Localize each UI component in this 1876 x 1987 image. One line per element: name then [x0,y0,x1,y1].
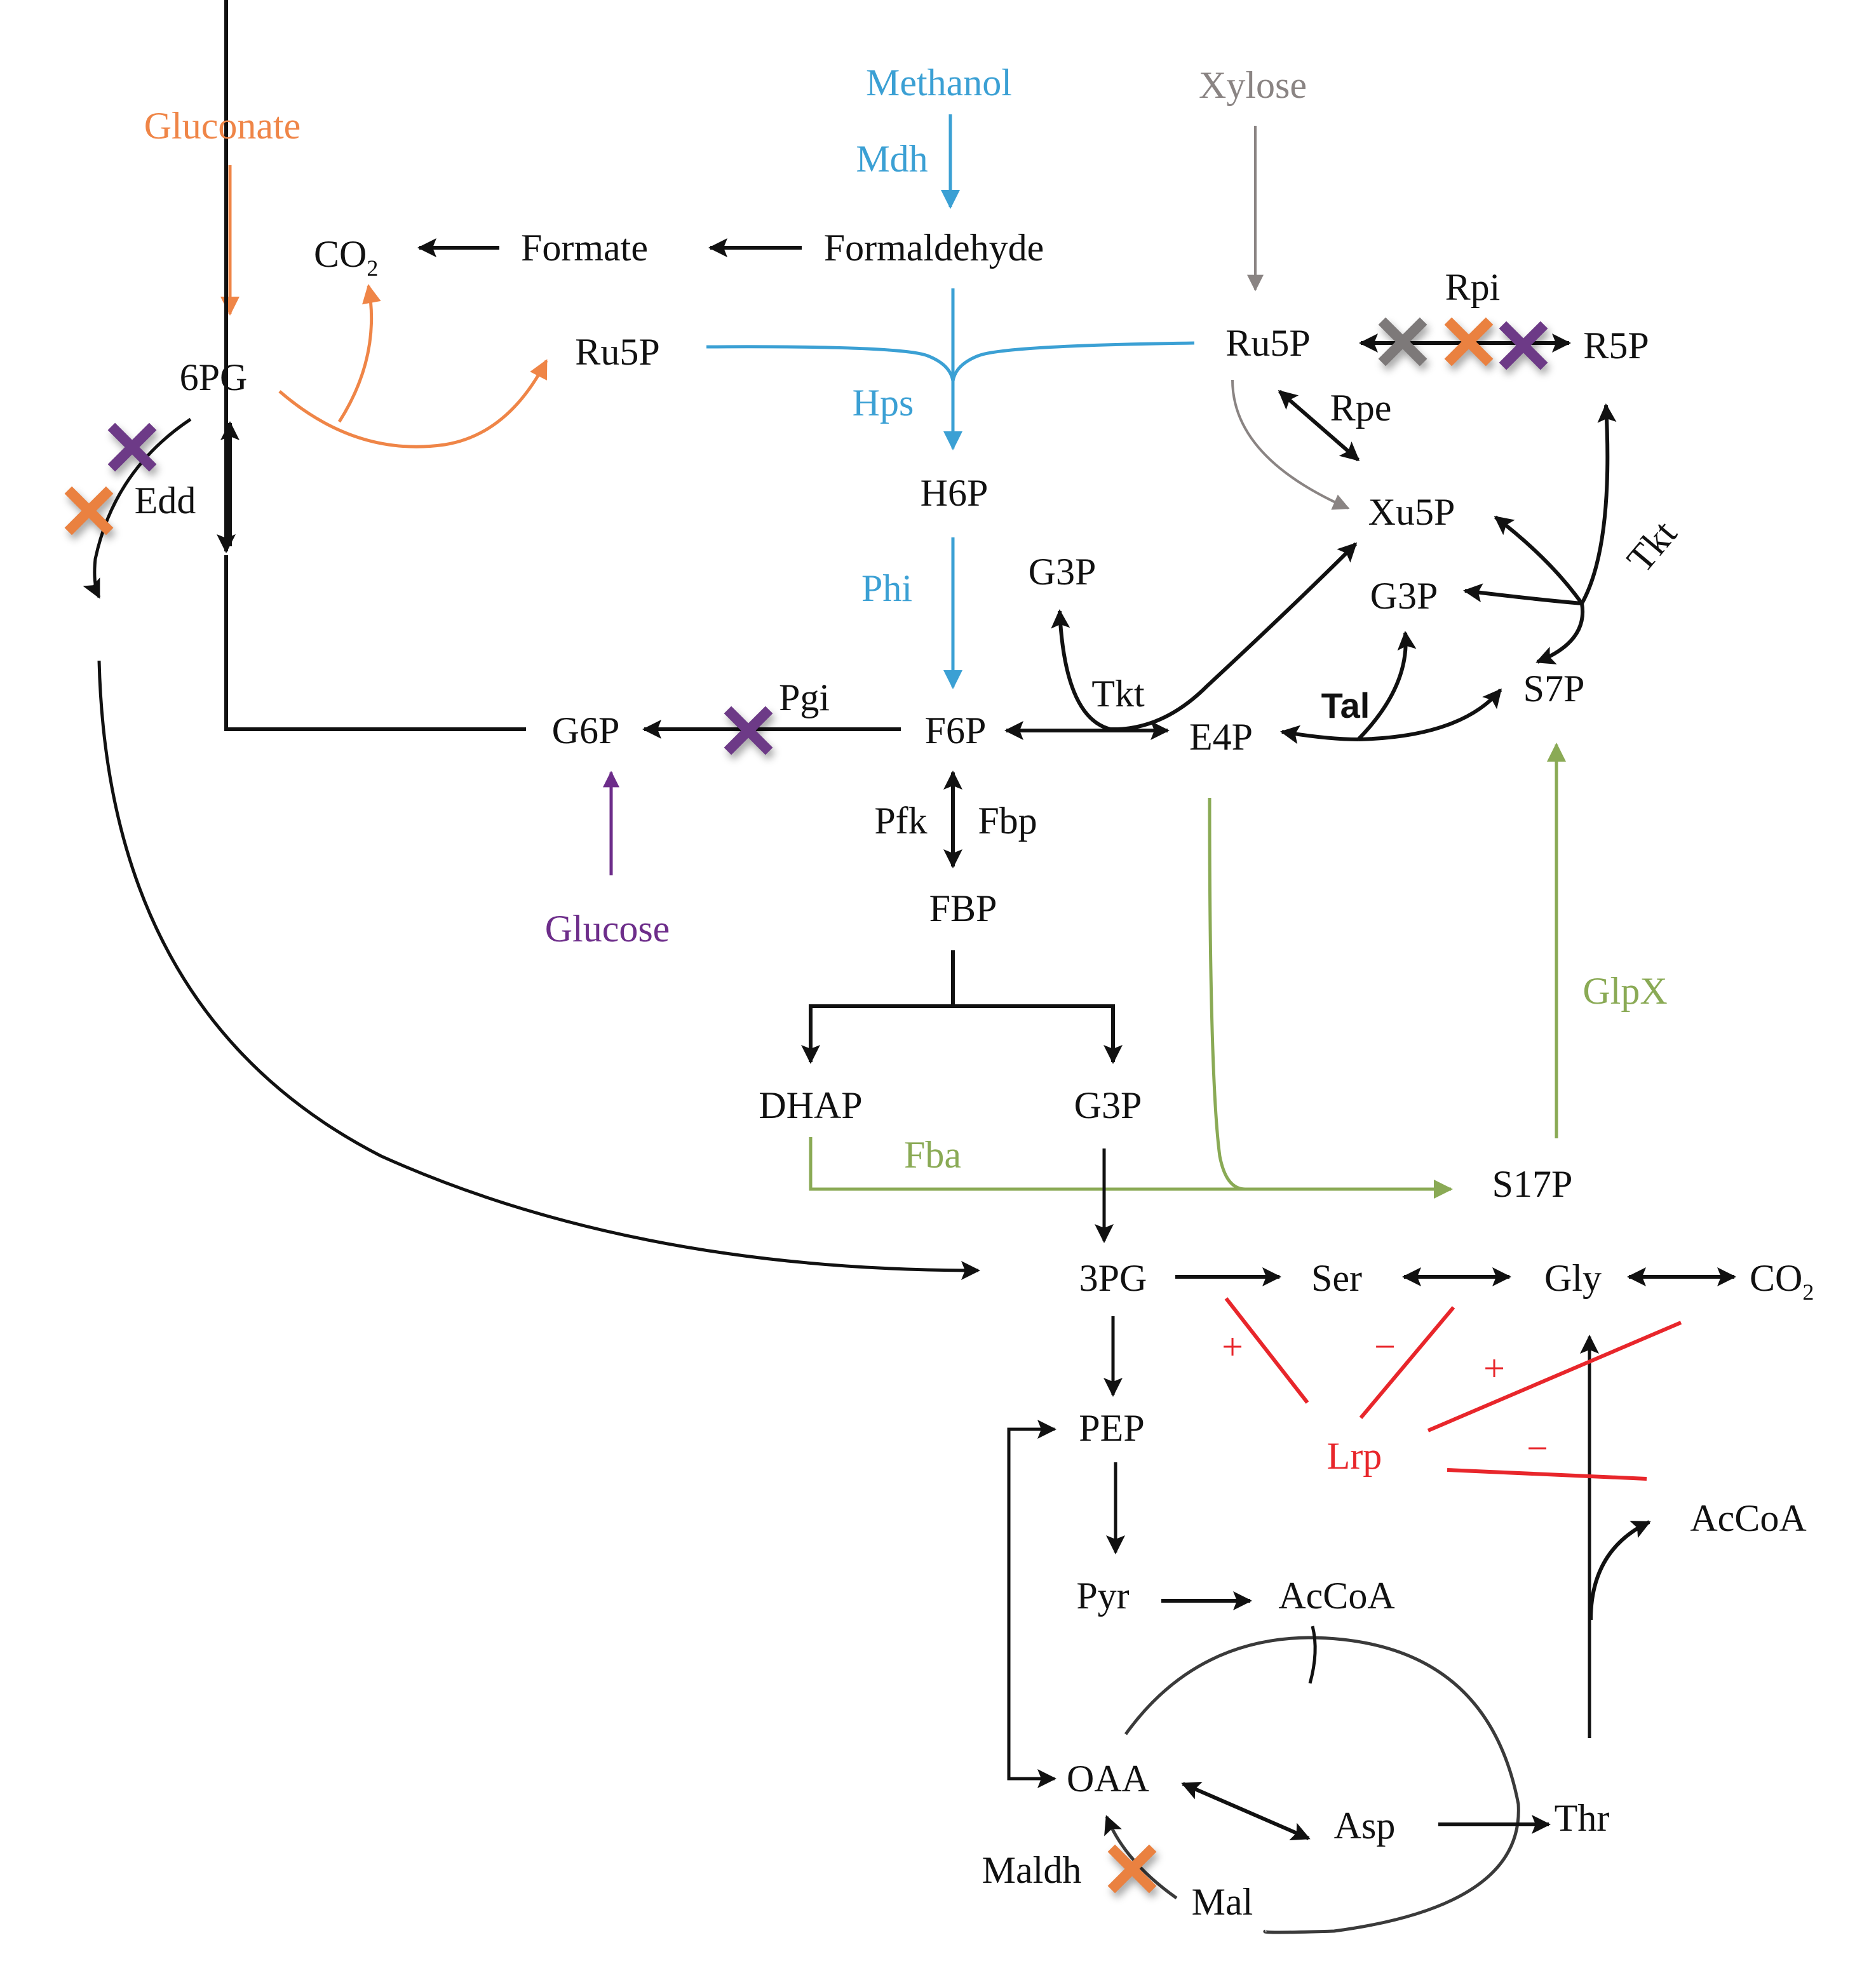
metabolite-formate: Formate [521,227,648,269]
enzymes: Mdh Hps Phi Rpi Rpe Tkt Tkt Tal Edd Pgi … [135,138,1685,1891]
metabolite-r5p: R5P [1583,325,1649,367]
arrow-oaa-asp [1181,1781,1311,1841]
enzyme-mdh: Mdh [856,138,928,180]
arrow-6pg-co2 [337,284,381,423]
reg-sign-ser-gly: − [1374,1326,1396,1368]
arrow-tkt-g3p-left [1051,609,1111,731]
substrate-glucose: Glucose [545,908,670,950]
enzyme-rpi: Rpi [1445,266,1501,308]
arrow-edd-3pg [97,660,980,1280]
line-fbp-split [809,950,955,1054]
tca-cycle [1124,1636,1520,1934]
enzyme-fba: Fba [904,1134,961,1176]
line-dhap-fba [809,1137,1436,1191]
arrow-tal-e4p [1280,725,1359,744]
line-oaa-pep [1007,1427,1033,1781]
arrow-tkt-xu5p-left [1110,542,1358,732]
metabolite-h6p: H6P [921,472,989,514]
enzyme-glpx: GlpX [1582,970,1667,1012]
line-accoa-cycle [1308,1626,1317,1684]
substrates: Gluconate Methanol Xylose Glucose [144,62,1307,950]
metabolite-co2-bottom: CO2 [1750,1257,1814,1305]
metabolite-e4p: E4P [1189,716,1253,758]
metabolite-co2-top: CO2 [314,233,378,281]
enzyme-tkt: Tkt [1091,673,1145,715]
arrow-mal-oaa [1104,1815,1178,1900]
reg-line-lrp-ser-gly [1359,1306,1455,1419]
metabolite-6pg: 6PG [180,356,248,398]
knockout-edd-orange-icon [64,486,114,535]
metabolite-g3p-tkt: G3P [1029,551,1097,593]
line-e4p-fba [1208,797,1246,1191]
enzyme-maldh: Maldh [982,1849,1082,1891]
arrow-tkt-s7p [1535,603,1585,664]
regulation: Lrp + − + − [1222,1326,1548,1477]
reg-line-lrp-3pg-ser [1224,1297,1309,1404]
reg-line-lrp-thr-gly [1447,1468,1647,1481]
line-ru5p-right-hps [951,341,1195,382]
line-fbp-g3p [953,1004,1115,1054]
arrow-tkt-r5p [1580,403,1617,605]
reg-sign-thr-gly: − [1527,1427,1548,1469]
arrow-thr-accoa [1589,1520,1651,1620]
enzyme-rpe: Rpe [1330,387,1392,429]
arrow-6pg-ru5p [278,359,548,448]
arrow-ru5p-xu5p-gray [1231,379,1350,510]
arrow-tal-g3p [1356,631,1417,741]
metabolite-accoa-right: AcCoA [1690,1497,1806,1539]
metabolite-g3p-fba: G3P [1074,1084,1142,1126]
metabolite-g3p-right: G3P [1370,575,1438,617]
arrow-tkt-xu5p [1494,515,1584,605]
metabolite-s7p: S7P [1523,668,1585,710]
substrate-xylose: Xylose [1199,64,1307,106]
substrate-methanol: Methanol [866,62,1012,104]
enzyme-tkt-rotated: Tkt [1619,513,1685,581]
enzyme-tal: Tal [1321,685,1370,725]
metabolite-g6p: G6P [552,710,620,751]
metabolite-thr: Thr [1555,1797,1610,1839]
knockout-rpi-purple-icon [1499,321,1548,370]
enzyme-hps: Hps [853,382,914,424]
metabolite-oaa: OAA [1067,1758,1149,1800]
enzyme-pgi: Pgi [779,677,830,718]
enzyme-phi: Phi [861,567,912,609]
metabolite-pyr: Pyr [1076,1575,1129,1617]
metabolite-accoa-mid: AcCoA [1278,1575,1394,1617]
enzyme-fbp: Fbp [978,800,1037,842]
arrow-tal-s7p [1358,688,1502,741]
metabolites: Formaldehyde Formate CO2 6PG Ru5P Ru5P R… [180,227,1814,1923]
metabolite-ru5p-left: Ru5P [575,331,659,373]
metabolite-xu5p: Xu5P [1368,491,1455,533]
metabolite-ru5p-right: Ru5P [1225,322,1310,364]
metabolite-asp: Asp [1334,1805,1396,1847]
metabolite-fbp: FBP [929,887,997,929]
metabolite-gly: Gly [1544,1257,1602,1299]
reg-sign-3pg-ser: + [1222,1326,1243,1368]
arrow-g6p-6pg [224,555,526,731]
reg-line-lrp-gly-co2 [1427,1321,1682,1432]
metabolite-formaldehyde: Formaldehyde [824,227,1044,269]
arrow-ru5p-xu5p-rpe [1278,389,1360,462]
regulator-lrp: Lrp [1327,1435,1382,1477]
metabolite-dhap: DHAP [759,1084,862,1126]
metabolite-pep: PEP [1079,1407,1144,1449]
metabolite-s17p: S17P [1492,1163,1573,1205]
arrow-tkt-g3p [1463,583,1582,605]
metabolite-3pg: 3PG [1079,1257,1147,1299]
metabolite-ser: Ser [1311,1257,1362,1299]
knockout-edd-purple-icon [107,422,157,472]
knockout-maldh-orange-icon [1107,1844,1157,1894]
enzyme-pfk: Pfk [874,800,927,842]
metabolite-f6p: F6P [925,710,987,751]
metabolite-mal: Mal [1192,1881,1253,1923]
enzyme-edd: Edd [135,480,196,522]
substrate-gluconate: Gluconate [144,105,301,147]
line-ru5p-left-hps [706,345,955,382]
reg-sign-gly-co2: + [1483,1347,1505,1389]
